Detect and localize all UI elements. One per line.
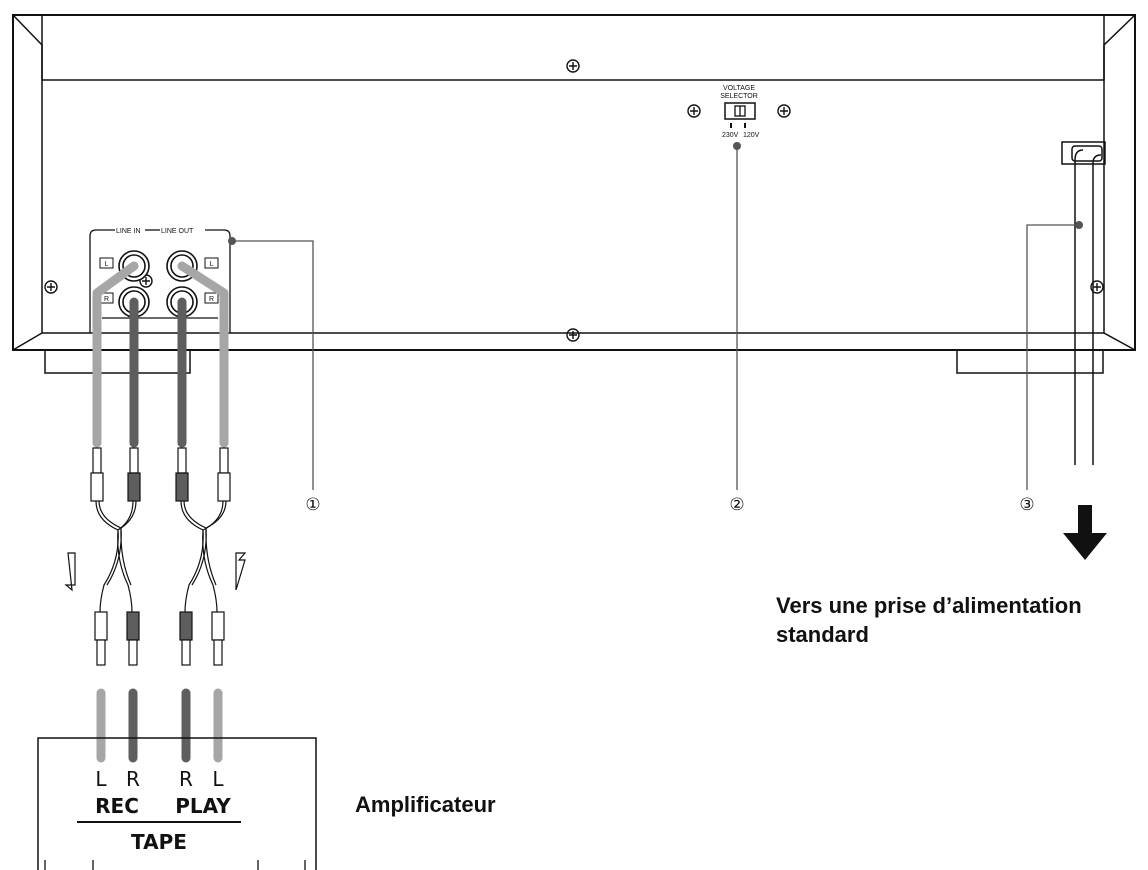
screw-icon (44, 280, 58, 294)
voltage-230-label: 230V (722, 132, 739, 139)
rca-cable-assembly-right (175, 447, 231, 666)
line-out-label: LINE OUT (161, 228, 194, 235)
amp-play-label: PLAY (175, 794, 231, 818)
screw-icon (566, 328, 580, 342)
amp-play-r-label: R (179, 767, 193, 791)
jack-l-marker-left: L (105, 261, 109, 268)
callout-leaders (232, 146, 1079, 490)
arrow-down-icon (235, 552, 247, 591)
amp-rec-label: REC (95, 794, 139, 818)
power-outlet-label-1: Vers une prise d’alimentation (776, 593, 1082, 618)
voltage-selector-title-1: VOLTAGE (723, 85, 755, 92)
callout-numbers: ① ② ③ (305, 495, 1034, 515)
amplifier-label: Amplificateur (355, 792, 496, 817)
voltage-selector-title-2: SELECTOR (720, 93, 758, 100)
arrow-up-icon (64, 552, 76, 592)
screw-icon (777, 104, 791, 118)
amp-tape-label: TAPE (131, 830, 187, 854)
power-outlet-label-2: standard (776, 622, 869, 647)
jack-r-marker-left: R (104, 296, 109, 303)
amp-rec-l-label: L (95, 767, 107, 791)
screw-icons (44, 59, 1104, 342)
callout-3: ③ (1019, 495, 1034, 515)
screw-icon (687, 104, 701, 118)
voltage-120-label: 120V (743, 132, 760, 139)
callout-2: ② (729, 495, 744, 515)
amp-play-l-label: L (212, 767, 224, 791)
amp-rec-r-label: R (126, 767, 140, 791)
jack-r-marker-right: R (209, 296, 214, 303)
screw-icon (566, 59, 580, 73)
power-cord (1074, 149, 1102, 465)
power-socket (1061, 141, 1106, 165)
signal-arrow-icons (64, 552, 247, 592)
line-in-label: LINE IN (116, 228, 141, 235)
lower-cables (96, 688, 223, 763)
callout-1: ① (305, 495, 320, 515)
callout-dots (228, 142, 1083, 245)
amplifier-panel: L R R L REC PLAY TAPE (37, 737, 317, 870)
voltage-selector: VOLTAGE SELECTOR 230V 120V (720, 85, 759, 139)
rca-cable-assembly-left (90, 447, 141, 666)
upper-cables (92, 261, 229, 448)
screw-icon (1090, 280, 1104, 294)
arrow-down-icon (1063, 505, 1107, 560)
jack-l-marker-right: L (210, 261, 214, 268)
